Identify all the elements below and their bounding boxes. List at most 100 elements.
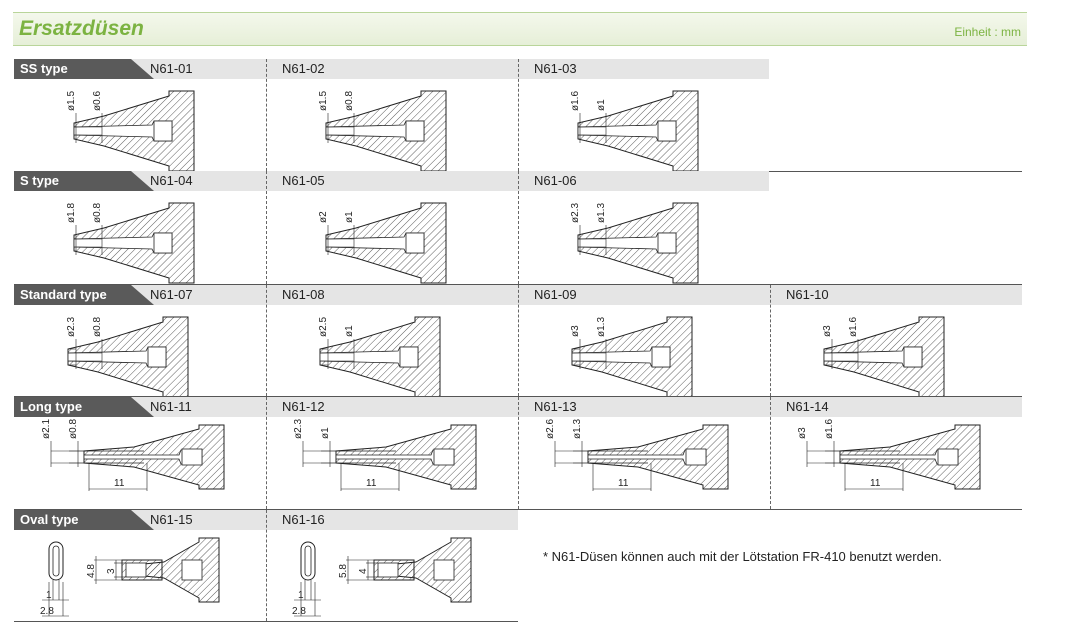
column-divider <box>266 171 267 284</box>
nozzle-code: N61-14 <box>786 399 829 414</box>
nozzle-code: N61-12 <box>282 399 325 414</box>
large-width-label: 2.8 <box>292 606 306 617</box>
inner-diameter-label: ø1.6 <box>824 419 835 439</box>
nozzle-figure: ø2.5 ø1 <box>318 316 441 398</box>
nozzle-code: N61-07 <box>150 287 193 302</box>
inner-diameter-label: ø1.6 <box>848 317 859 337</box>
row-header <box>14 171 769 191</box>
inner-height-label: 4 <box>358 568 369 574</box>
column-divider <box>518 285 519 396</box>
outer-diameter-label: ø2.3 <box>66 317 77 337</box>
inner-diameter-label: ø1 <box>344 211 355 223</box>
row-separator <box>14 621 518 622</box>
unit-label: Einheit : mm <box>954 25 1021 39</box>
column-divider <box>266 285 267 396</box>
type-label: Oval type <box>14 510 154 530</box>
height-label: 5.8 <box>338 564 349 578</box>
nozzle-figure: ø1.6 ø1 <box>570 90 699 172</box>
length-label: 11 <box>366 478 377 489</box>
nozzle-figure: ø1.5 ø0.8 <box>318 90 447 172</box>
outer-diameter-label: ø2.6 <box>545 419 556 439</box>
nozzle-code: N61-13 <box>534 399 577 414</box>
inner-diameter-label: ø1 <box>596 99 607 111</box>
nozzle-figure: ø2.6 ø1.3 11 <box>545 419 729 491</box>
length-label: 11 <box>114 478 125 489</box>
outer-diameter-label: ø3 <box>570 325 581 337</box>
large-width-label: 2.8 <box>40 606 54 617</box>
nozzle-drawing: ø3 ø1.6 <box>822 316 945 398</box>
length-label: 11 <box>618 478 629 489</box>
nozzle-code: N61-06 <box>534 173 577 188</box>
nozzle-figure: ø2.3 ø1.3 <box>570 202 699 284</box>
outer-diameter-label: ø2.3 <box>293 419 304 439</box>
outer-diameter-label: ø3 <box>822 325 833 337</box>
nozzle-drawing: ø2.3 ø1.3 <box>570 202 699 284</box>
inner-diameter-label: ø1 <box>344 325 355 337</box>
column-divider <box>518 59 519 171</box>
outer-diameter-label: ø2.3 <box>570 203 581 223</box>
nozzle-code: N61-08 <box>282 287 325 302</box>
nozzle-code: N61-05 <box>282 173 325 188</box>
outer-diameter-label: ø2.5 <box>318 317 329 337</box>
inner-diameter-label: ø1.3 <box>572 419 583 439</box>
nozzle-code: N61-15 <box>150 512 193 527</box>
nozzle-code: N61-10 <box>786 287 829 302</box>
nozzle-code: N61-03 <box>534 61 577 76</box>
outer-diameter-label: ø2.1 <box>41 419 52 439</box>
row-separator <box>14 509 1022 510</box>
inner-diameter-label: ø1.3 <box>596 203 607 223</box>
nozzle-drawing: ø3 ø1.3 <box>570 316 693 398</box>
outer-diameter-label: ø3 <box>797 427 808 439</box>
row-separator <box>14 284 1022 285</box>
nozzle-code: N61-16 <box>282 512 325 527</box>
page-title: Ersatzdüsen <box>19 17 144 40</box>
outer-diameter-label: ø1.6 <box>570 91 581 111</box>
nozzle-figure: ø2.3 ø0.8 <box>66 316 189 398</box>
inner-diameter-label: ø0.8 <box>344 91 355 111</box>
inner-diameter-label: ø0.6 <box>92 91 103 111</box>
column-divider <box>518 397 519 509</box>
nozzle-drawing: ø2.5 ø1 <box>318 316 441 398</box>
type-label: SS type <box>14 59 154 79</box>
inner-diameter-label: ø0.8 <box>92 203 103 223</box>
nozzle-code: N61-09 <box>534 287 577 302</box>
nozzle-code: N61-11 <box>150 399 192 414</box>
inner-diameter-label: ø1.3 <box>596 317 607 337</box>
outer-diameter-label: ø1.5 <box>318 91 329 111</box>
row-header <box>14 59 769 79</box>
nozzle-figure: ø3 ø1.3 <box>570 316 693 398</box>
nozzle-drawing: ø2.6 ø1.3 11 <box>545 419 729 491</box>
type-label: S type <box>14 171 154 191</box>
nozzle-figure: ø3 ø1.6 <box>822 316 945 398</box>
nozzle-code: N61-01 <box>150 61 193 76</box>
type-label: Standard type <box>14 285 154 305</box>
footnote: * N61-Düsen können auch mit der Lötstati… <box>543 549 942 564</box>
column-divider <box>770 397 771 509</box>
inner-diameter-label: ø0.8 <box>92 317 103 337</box>
type-label: Long type <box>14 397 154 417</box>
column-divider <box>266 59 267 171</box>
row-separator <box>14 396 1022 397</box>
height-label: 4.8 <box>86 564 97 578</box>
nozzle-code: N61-04 <box>150 173 193 188</box>
small-width-label: 1 <box>46 590 52 601</box>
column-divider <box>518 171 519 284</box>
